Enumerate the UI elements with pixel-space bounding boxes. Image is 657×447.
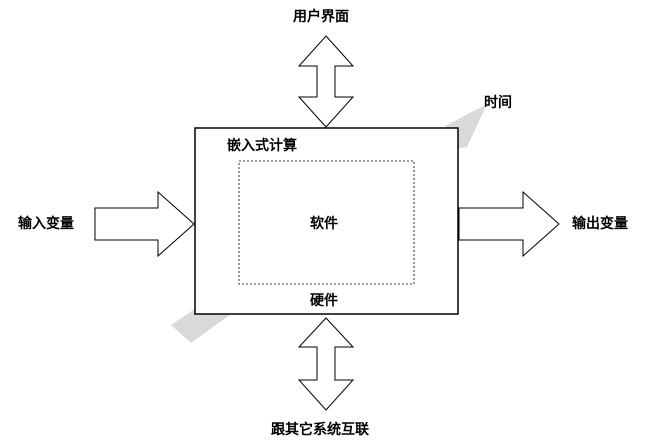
embedded-computing-label: 嵌入式计算: [227, 138, 297, 154]
hardware-label: 硬件: [310, 293, 338, 309]
time-label: 时间: [484, 95, 512, 111]
software-box: [238, 160, 415, 285]
interconnect-label: 跟其它系统互联: [271, 422, 369, 438]
user-interface-arrow-icon: [297, 35, 355, 128]
output-variables-label: 输出变量: [572, 216, 628, 232]
output-arrow-icon: [458, 190, 560, 258]
interconnect-arrow-icon: [297, 317, 355, 411]
user-interface-label: 用户界面: [293, 9, 349, 25]
software-label: 软件: [310, 216, 338, 232]
input-variables-label: 输入变量: [18, 216, 74, 232]
input-arrow-icon: [94, 190, 195, 258]
